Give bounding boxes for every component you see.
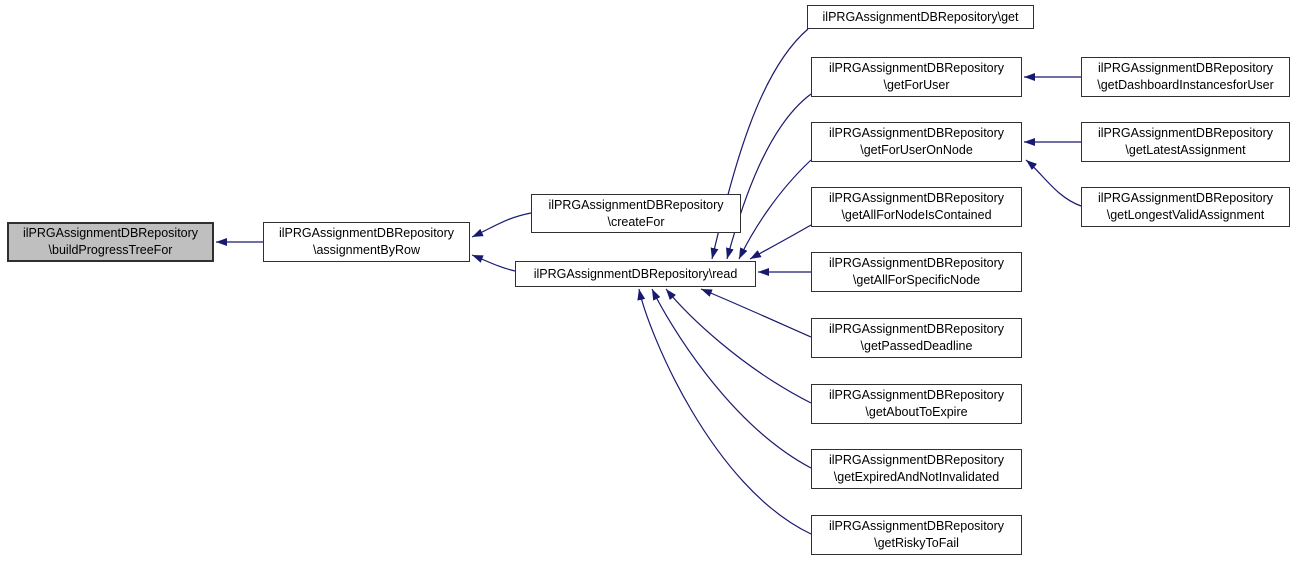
node-label: ilPRGAssignmentDBRepository [828, 388, 1005, 402]
node-get-latest-assignment[interactable]: ilPRGAssignmentDBRepository \getLatestAs… [1081, 122, 1290, 162]
edge-getForUser-to-read [726, 93, 812, 260]
node-label: \getLongestValidAssignment [1106, 208, 1265, 222]
node-label: \getForUserOnNode [860, 143, 973, 157]
node-get-longest-valid-assignment[interactable]: ilPRGAssignmentDBRepository \getLongestV… [1081, 187, 1290, 227]
node-create-for[interactable]: ilPRGAssignmentDBRepository \createFor [531, 194, 741, 233]
node-label: \getForUser [883, 78, 950, 92]
node-label: \getDashboardInstancesforUser [1097, 78, 1274, 92]
node-assignment-by-row[interactable]: ilPRGAssignmentDBRepository \assignmentB… [263, 222, 470, 262]
node-read[interactable]: ilPRGAssignmentDBRepository\read [515, 261, 756, 287]
node-label: ilPRGAssignmentDBRepository [828, 256, 1005, 270]
node-label: ilPRGAssignmentDBRepository [828, 61, 1005, 75]
node-get[interactable]: ilPRGAssignmentDBRepository\get [807, 5, 1034, 29]
node-label: ilPRGAssignmentDBRepository\read [533, 266, 738, 281]
node-label: \getLatestAssignment [1125, 143, 1246, 157]
node-label: \getAllForNodeIsContained [841, 208, 992, 222]
node-label: ilPRGAssignmentDBRepository [828, 322, 1005, 336]
edge-getPassedDeadline-to-read [700, 288, 812, 338]
edge-getLongestValidAssignment-to-getForUserOnNode [1025, 159, 1082, 207]
node-get-risky-to-fail[interactable]: ilPRGAssignmentDBRepository \getRiskyToF… [811, 515, 1022, 555]
node-label: \getAboutToExpire [865, 405, 968, 419]
node-get-about-to-expire[interactable]: ilPRGAssignmentDBRepository \getAboutToE… [811, 384, 1022, 424]
node-label: ilPRGAssignmentDBRepository [828, 191, 1005, 205]
node-label: \createFor [607, 214, 665, 229]
edge-getForUserOnNode-to-read [738, 159, 812, 260]
node-get-passed-deadline[interactable]: ilPRGAssignmentDBRepository \getPassedDe… [811, 318, 1022, 358]
node-label: ilPRGAssignmentDBRepository [828, 126, 1005, 140]
node-label: \assignmentByRow [313, 243, 420, 257]
node-label: \getExpiredAndNotInvalidated [833, 470, 1000, 484]
node-label: ilPRGAssignmentDBRepository [22, 226, 199, 240]
node-get-expired-and-not-invalidated[interactable]: ilPRGAssignmentDBRepository \getExpiredA… [811, 449, 1022, 489]
node-label: ilPRGAssignmentDBRepository [1097, 61, 1274, 75]
node-get-for-user-on-node[interactable]: ilPRGAssignmentDBRepository \getForUserO… [811, 122, 1022, 162]
node-label: ilPRGAssignmentDBRepository [828, 519, 1005, 533]
node-label: \buildProgressTreeFor [48, 243, 173, 257]
edge-getRiskyToFail-to-read [637, 288, 812, 535]
node-label: ilPRGAssignmentDBRepository [278, 226, 455, 240]
node-label: \getRiskyToFail [874, 536, 959, 550]
edge-getAllForNodeIsContained-to-read [749, 224, 812, 260]
node-label: \getPassedDeadline [860, 339, 973, 353]
edge-getAboutToExpire-to-read [665, 288, 812, 404]
node-get-dashboard-instancesfor-user[interactable]: ilPRGAssignmentDBRepository \getDashboar… [1081, 57, 1290, 97]
node-label: \getAllForSpecificNode [852, 273, 981, 287]
edge-createFor-to-assignmentByRow [471, 212, 532, 238]
node-label: ilPRGAssignmentDBRepository [1097, 126, 1274, 140]
node-get-all-for-specific-node[interactable]: ilPRGAssignmentDBRepository \getAllForSp… [811, 252, 1022, 292]
node-label: ilPRGAssignmentDBRepository [1097, 191, 1274, 205]
node-build-progress-tree-for: ilPRGAssignmentDBRepository \buildProgre… [7, 222, 214, 262]
node-get-for-user[interactable]: ilPRGAssignmentDBRepository \getForUser [811, 57, 1022, 97]
edge-read-to-assignmentByRow [471, 254, 516, 272]
node-label: ilPRGAssignmentDBRepository [548, 197, 724, 212]
node-get-all-for-node-is-contained[interactable]: ilPRGAssignmentDBRepository \getAllForNo… [811, 187, 1022, 227]
edge-getExpiredAndNotInvalidated-to-read [651, 288, 812, 469]
node-label: ilPRGAssignmentDBRepository [828, 453, 1005, 467]
node-label: ilPRGAssignmentDBRepository\get [822, 9, 1019, 24]
